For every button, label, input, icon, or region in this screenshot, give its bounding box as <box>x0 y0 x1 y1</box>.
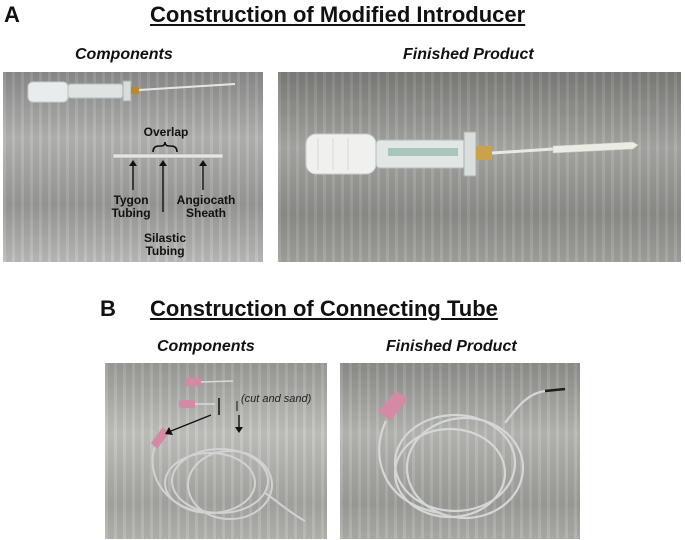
needle <box>138 83 236 91</box>
panel-b-finished-photo <box>340 363 580 539</box>
hub-barrel <box>27 81 69 103</box>
introducer-components-illustration <box>27 80 236 212</box>
overlap-label: Overlap <box>143 125 189 139</box>
tubing-assembly <box>112 153 224 159</box>
panel-letter-a: A <box>4 2 20 27</box>
finished-hub-tip <box>476 146 492 160</box>
hub-tip <box>131 87 139 94</box>
silastic-label-line1: Silastic <box>143 231 187 245</box>
finished-tubing-coil <box>378 389 546 520</box>
panel-a-finished-label: Finished Product <box>403 46 534 63</box>
tygon-label: Tygon Tubing <box>106 194 156 220</box>
angiocath-label-line2: Sheath <box>185 206 226 220</box>
panel-b-components-photo: (cut and sand) <box>105 363 327 539</box>
tygon-label-line2: Tubing <box>111 206 151 220</box>
silastic-label-line2: Tubing <box>145 244 185 258</box>
panel-a-components-photo: Overlap Tygon Tubing Angiocath Sheath Si… <box>3 72 263 262</box>
connecting-tube-components-illustration <box>151 378 306 522</box>
needle-hub-2 <box>179 400 195 408</box>
overlap-brace <box>152 141 178 153</box>
panel-a-finished-photo <box>278 72 681 262</box>
panel-b-components-label: Components <box>157 338 255 355</box>
hub-flange <box>122 80 132 102</box>
introducer-finished-illustration <box>305 131 639 177</box>
angiocath-label: Angiocath Sheath <box>171 194 241 220</box>
finished-hub-flange <box>463 131 477 177</box>
panel-a-title: Construction of Modified Introducer <box>150 2 526 27</box>
angiocath-label-line1: Angiocath <box>176 193 236 207</box>
needle-hub-1 <box>185 378 201 386</box>
finished-hub-barrel <box>305 133 377 175</box>
panel-b-finished-label: Finished Product <box>386 338 517 355</box>
tubing-coil <box>151 446 306 522</box>
tygon-label-line1: Tygon <box>113 193 149 207</box>
tube-hub <box>151 427 169 449</box>
finished-tubing-tip <box>552 141 639 154</box>
panel-letter-b: B <box>100 296 116 321</box>
panel-a-components-label: Components <box>75 46 173 63</box>
cut-and-sand-label: (cut and sand) <box>241 393 312 405</box>
connecting-tube-finished-illustration <box>378 387 566 520</box>
finished-tube-hub <box>378 391 408 421</box>
finished-sheath <box>491 147 554 155</box>
panel-b-title: Construction of Connecting Tube <box>150 296 498 321</box>
hub-body <box>67 83 124 99</box>
silastic-label: Silastic Tubing <box>135 232 195 258</box>
